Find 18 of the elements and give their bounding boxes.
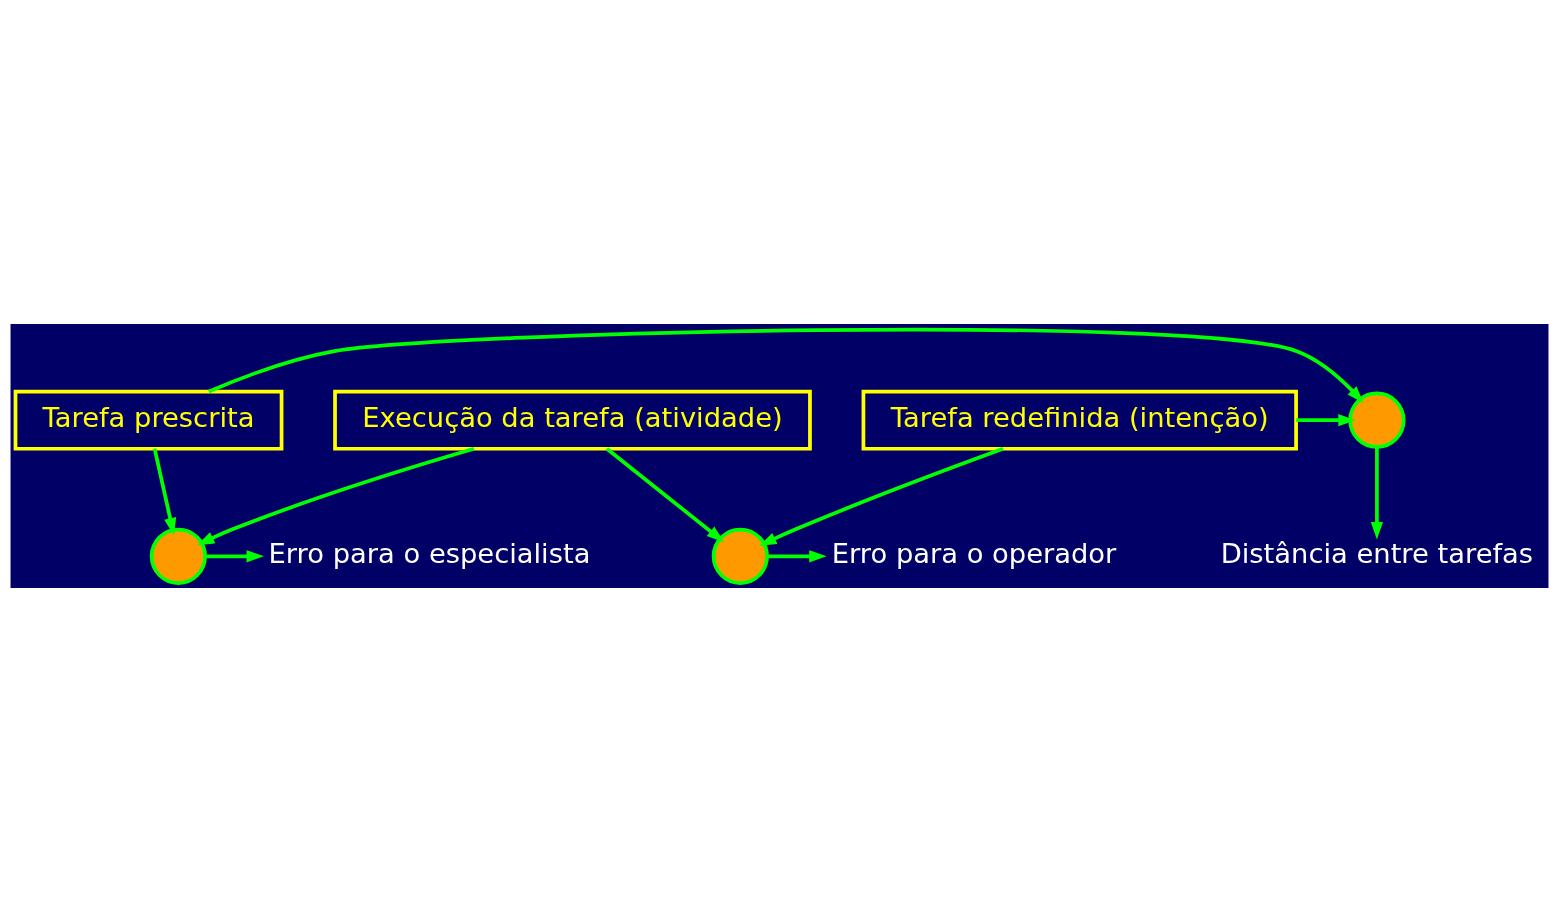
node-circle bbox=[149, 527, 207, 585]
arrow bbox=[759, 447, 1004, 546]
node-text: Erro para o operador bbox=[831, 538, 1117, 570]
arrow bbox=[196, 447, 475, 546]
node-circle bbox=[1348, 391, 1406, 449]
arrow bbox=[208, 327, 1364, 404]
node-text: Erro para o especialista bbox=[268, 538, 591, 570]
arrow bbox=[1296, 414, 1356, 427]
node-box: Execução da tarefa (atividade) bbox=[333, 389, 812, 451]
node-text: Distância entre tarefas bbox=[1220, 538, 1534, 570]
arrow bbox=[1370, 447, 1383, 540]
arrow bbox=[767, 550, 827, 563]
node-box: Tarefa redefinida (intenção) bbox=[861, 389, 1298, 451]
node-box: Tarefa prescrita bbox=[13, 389, 284, 451]
arrow bbox=[152, 448, 177, 536]
node-circle bbox=[711, 527, 769, 585]
arrow bbox=[605, 447, 725, 543]
arrow bbox=[205, 550, 264, 563]
